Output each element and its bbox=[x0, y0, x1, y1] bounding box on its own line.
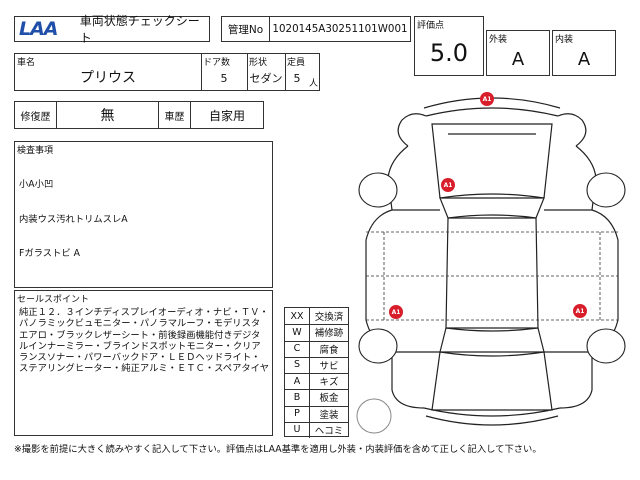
damage-mark-left-side: A1 bbox=[389, 305, 403, 319]
sales-points-text: 純正１２．３インチディスプレイオーディオ・ナビ・ＴＶ・パノラミックビュモニター・… bbox=[19, 307, 269, 375]
sheet-title: 車両状態チェックシート bbox=[79, 14, 200, 45]
legend-code: W bbox=[285, 324, 310, 341]
sales-points-label: セールスポイント bbox=[17, 295, 90, 305]
inspection-note: 内装ウス汚れトリムスレA bbox=[19, 213, 128, 225]
inspection-notes-list: 小A小凹 内装ウス汚れトリムスレA Fガラストビ A bbox=[19, 156, 269, 283]
car-name-label: 車名 bbox=[17, 58, 36, 68]
front-left-wheel-icon bbox=[358, 172, 398, 208]
legend-desc: 補修跡 bbox=[314, 328, 344, 340]
legend-row: W 補修跡 bbox=[285, 324, 348, 342]
door-count-label: ドア数 bbox=[203, 58, 231, 68]
svg-text:A1: A1 bbox=[392, 309, 401, 316]
legend-code: P bbox=[285, 405, 310, 422]
legend-row: XX 交換済 bbox=[285, 308, 348, 326]
car-info-row: 車名 プリウス ドア数 5 形状 セダン 定員 5 人 bbox=[14, 53, 320, 91]
management-number-box: 管理No 1020145A30251101W001 bbox=[221, 16, 411, 42]
usage-history-value: 自家用 bbox=[208, 108, 245, 123]
legend-row: S サビ bbox=[285, 356, 348, 374]
capacity-label: 定員 bbox=[287, 58, 306, 68]
legend-row: P 塗装 bbox=[285, 405, 348, 423]
inspection-notes-box: 検査事項 小A小凹 内装ウス汚れトリムスレA Fガラストビ A bbox=[14, 141, 273, 288]
spare-tire-icon bbox=[356, 398, 392, 434]
inspection-notes-label: 検査事項 bbox=[17, 146, 54, 156]
legend-row: C 腐食 bbox=[285, 340, 348, 358]
evaluation-score-label: 評価点 bbox=[417, 21, 445, 31]
legend-code: U bbox=[285, 421, 310, 438]
body-shape-value: セダン bbox=[249, 72, 283, 85]
legend-desc: 腐食 bbox=[319, 344, 339, 356]
legend-code: S bbox=[285, 356, 310, 373]
legend-row: B 板金 bbox=[285, 389, 348, 407]
interior-grade-label: 内装 bbox=[555, 35, 574, 45]
footer-note: ※撮影を前提に大きく読みやすく記入して下さい。評価点はLAA基準を適用し外装・内… bbox=[14, 444, 542, 455]
svg-text:A1: A1 bbox=[483, 96, 492, 103]
inspection-note: 小A小凹 bbox=[19, 179, 54, 190]
car-body-diagram: A1 A1 A1 A1 bbox=[356, 92, 626, 434]
door-lines bbox=[366, 231, 618, 321]
car-name-value: プリウス bbox=[80, 70, 136, 86]
management-number-value: 1020145A30251101W001 bbox=[272, 23, 408, 35]
evaluation-score-box: 評価点 5.0 bbox=[414, 16, 484, 76]
legend-desc: 交換済 bbox=[314, 312, 344, 324]
legend-code: XX bbox=[285, 308, 310, 325]
legend-row: A キズ bbox=[285, 373, 348, 391]
legend-code: C bbox=[285, 340, 310, 357]
legend-desc: サビ bbox=[319, 360, 339, 372]
evaluation-score-value: 5.0 bbox=[429, 39, 469, 67]
car-outline bbox=[365, 97, 619, 426]
legend-code: A bbox=[285, 373, 310, 390]
body-shape-label: 形状 bbox=[249, 58, 268, 68]
interior-grade-value: A bbox=[577, 48, 591, 70]
legend-desc: ヘコミ bbox=[314, 425, 344, 437]
usage-history-label: 車歴 bbox=[159, 102, 191, 128]
exterior-grade-box: 外装 A bbox=[486, 30, 550, 76]
legend-desc: 塗装 bbox=[319, 409, 339, 421]
legend-desc: 板金 bbox=[319, 393, 339, 405]
wheels bbox=[358, 172, 626, 364]
rear-right-wheel-icon bbox=[586, 328, 626, 364]
laa-logo: LAA bbox=[19, 18, 59, 40]
exterior-grade-value: A bbox=[511, 48, 525, 70]
exterior-grade-label: 外装 bbox=[489, 35, 508, 45]
door-count-value: 5 bbox=[220, 71, 228, 85]
damage-mark-front-bumper: A1 bbox=[480, 92, 494, 106]
sales-points-box: セールスポイント 純正１２．３インチディスプレイオーディオ・ナビ・ＴＶ・パノラミ… bbox=[14, 290, 273, 436]
repair-history-value: 無 bbox=[57, 102, 159, 128]
sheet-header: LAA 車両状態チェックシート bbox=[14, 14, 210, 45]
legend-code: B bbox=[285, 389, 310, 406]
damage-code-legend: XX 交換済 W 補修跡 C 腐食 S サビ A キズ B 板金 P 塗装 U ヘコミ bbox=[284, 307, 349, 438]
history-row: 修復歴 無 車歴 自家用 bbox=[14, 101, 264, 129]
interior-grade-box: 内装 A bbox=[552, 30, 616, 76]
rear-left-wheel-icon bbox=[358, 328, 398, 364]
svg-text:A1: A1 bbox=[576, 308, 585, 315]
capacity-value: 5 bbox=[293, 71, 301, 85]
management-number-label: 管理No bbox=[222, 17, 270, 41]
repair-history-label: 修復歴 bbox=[15, 102, 57, 128]
damage-mark-bonnet: A1 bbox=[441, 178, 455, 192]
inspection-note: Fガラストビ A bbox=[19, 248, 80, 259]
legend-desc: キズ bbox=[319, 377, 339, 389]
svg-text:A1: A1 bbox=[444, 182, 453, 189]
damage-mark-right-side: A1 bbox=[573, 304, 587, 318]
capacity-unit: 人 bbox=[309, 79, 319, 89]
legend-row: U ヘコミ bbox=[285, 421, 348, 438]
front-right-wheel-icon bbox=[586, 172, 626, 208]
